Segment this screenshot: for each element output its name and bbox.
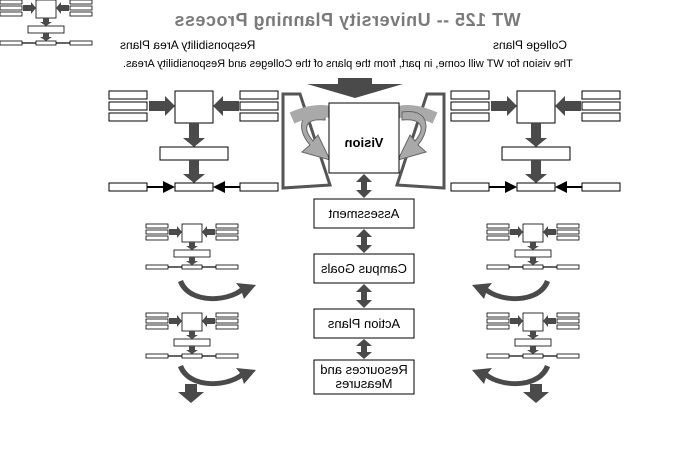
right-curved-return-arrow-2 (472, 365, 550, 387)
right-small-module-1 (486, 223, 580, 270)
left-large-module (108, 90, 279, 193)
right-curved-return-arrow-1 (472, 280, 550, 302)
assessment-box (313, 198, 415, 229)
right-large-module (450, 90, 621, 193)
resources-label-line1: Resources and (320, 362, 407, 377)
resources-label-line2: Measures (335, 376, 393, 391)
resources-measures-box (313, 359, 415, 395)
vision-box (328, 102, 400, 174)
left-curved-return-arrow-2 (178, 365, 256, 387)
left-vision-frame (281, 92, 333, 190)
assessment-label: Assessment (328, 206, 399, 221)
action-plans-label: Action Plans (327, 316, 400, 331)
vision-label: Vision (345, 135, 384, 150)
campus-goals-box (313, 253, 415, 284)
campus-goals-label: Campus Goals (321, 261, 407, 276)
right-small-module-2 (486, 312, 580, 359)
right-down-arrow (523, 384, 549, 403)
action-plans-box (313, 308, 415, 339)
central-connectors (356, 174, 372, 359)
left-small-module-1 (145, 223, 239, 270)
left-curved-return-arrow-1 (178, 280, 256, 302)
left-down-arrow (178, 384, 204, 403)
left-small-module-2 (145, 312, 239, 359)
small-module-template (0, 0, 93, 46)
top-down-arrow (307, 78, 403, 98)
